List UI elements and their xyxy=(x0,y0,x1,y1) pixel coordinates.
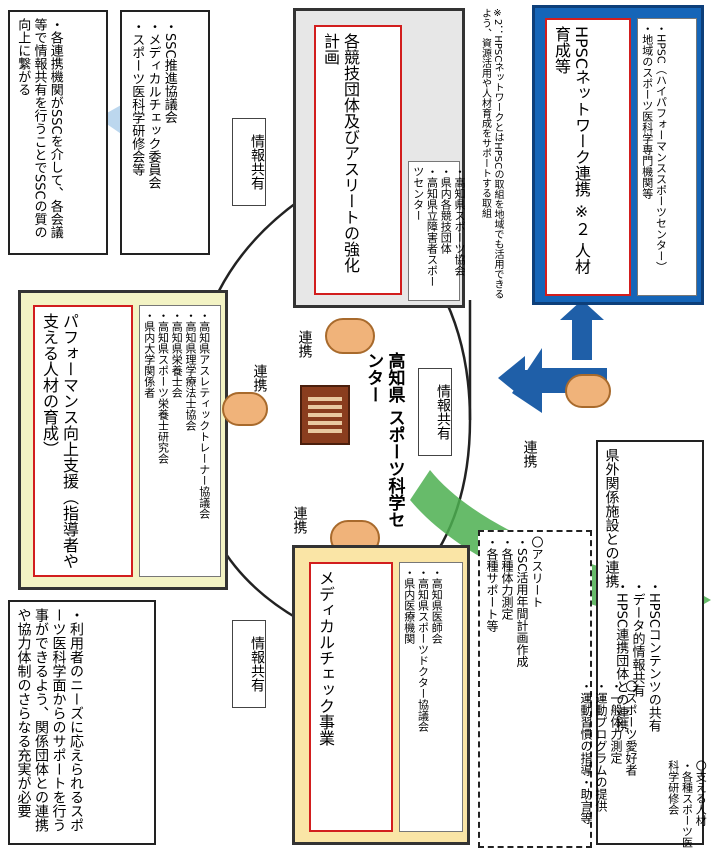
performance-box: パフォーマンス向上支援（指導者や支える人材の育成） ・高知県アスレティックトレー… xyxy=(18,290,228,590)
hpsc-note: ※2：HPSCネットワークとはHPSCの取組を地域でも活用できるよう、資源活用や… xyxy=(478,8,526,308)
info-share-label-center: 情報共有 xyxy=(418,368,452,456)
performance-title-box: パフォーマンス向上支援（指導者や支える人材の育成） xyxy=(33,305,133,577)
member-item: ・県内医療機関 xyxy=(402,567,416,644)
member-item: ・高知県理学療法士協会 xyxy=(184,310,197,431)
facility-item: ・HPSC連携団体との連携 xyxy=(613,580,629,732)
committee-list: ・SSC推進協議会 ・メディカルチェック委員会 ・スポーツ医科学研修会等 xyxy=(128,20,177,250)
facility-item: ・HPSCコンテンツの共有 xyxy=(645,580,661,732)
member-item: ・高知県立障害者スポーツセンター xyxy=(411,166,439,287)
member-item: ・県内各競技団体 xyxy=(439,166,453,254)
services-box: 〇アスリート ・SSC活用年間計画作成 ・各種体力測定 ・各種サポート等 xyxy=(478,530,592,848)
hpsc-note-text: ※2：HPSCネットワークとはHPSCの取組を地域でも活用できるよう、資源活用や… xyxy=(479,8,504,300)
blue-arrow-right xyxy=(560,300,604,360)
medical-title-box: メディカルチェック事業 xyxy=(309,562,393,832)
service-item: ・SSC活用年間計画作成 xyxy=(515,536,529,668)
service-header: 〇支える人材 xyxy=(694,760,708,826)
member-item: ・高知県栄養士会 xyxy=(170,310,184,398)
member-item: ・高知県スポーツドクター協議会 xyxy=(416,567,430,732)
prefecture-facilities-box: 県外関係施設との連携 xyxy=(596,440,704,845)
prefecture-facilities-title: 県外関係施設との連携 xyxy=(603,448,620,588)
renkei-label: 連携 xyxy=(296,330,313,358)
service-header: 〇アスリート xyxy=(530,536,544,608)
athlete-teams-box: 各競技団体及びアスリートの強化計画 ・高知県スポーツ協会 ・県内各競技団体 ・高… xyxy=(293,8,466,308)
supporters-block: 〇支える人材 ・各種スポーツ医科学研修会 xyxy=(666,760,708,848)
medical-title: メディカルチェック事業 xyxy=(316,570,335,746)
member-item: ・HPSC（ハイパフォーマンススポーツセンター） xyxy=(654,23,668,273)
committee-item: ・SSC推進協議会 xyxy=(161,20,177,124)
hpsc-title-box: HPSCネットワーク連携 ※２ 人材育成等 xyxy=(545,18,631,296)
member-item: ・高知県医師会 xyxy=(430,567,444,644)
blue-arrow-down xyxy=(498,356,560,400)
member-item: ・高知県スポーツ栄養士研究会 xyxy=(156,310,170,464)
info-share-label-top: 情報共有 xyxy=(232,118,266,206)
handshake-icon xyxy=(565,374,611,408)
committee-item: ・スポーツ医科学研修会等 xyxy=(129,20,145,176)
medical-members: ・高知県医師会 ・高知県スポーツドクター協議会 ・県内医療機関 xyxy=(399,562,463,832)
member-item: ・地域のスポーツ医科学専門機関等 xyxy=(640,23,654,199)
athlete-teams-title-box: 各競技団体及びアスリートの強化計画 xyxy=(314,25,402,295)
performance-title: パフォーマンス向上支援（指導者や支える人材の育成） xyxy=(40,313,79,569)
sports-lovers-block: 〇スポーツ愛好者 ・一般体力測定 ・運動プログラムの提供 ・運動習慣の指導・助言… xyxy=(578,680,638,845)
renkei-label: 連携 xyxy=(251,364,268,392)
committee-item: ・メディカルチェック委員会 xyxy=(145,20,161,189)
service-item: ・各種サポート等 xyxy=(485,536,499,632)
renkei-label: 連携 xyxy=(291,506,308,534)
info-share-label-bottom: 情報共有 xyxy=(232,620,266,708)
service-header: 〇スポーツ愛好者 xyxy=(624,680,638,776)
top-note-text: ・各連携機関がSSCを介して、各会議等で情報共有を行うことでSSCの質の向上に繋… xyxy=(15,18,63,239)
facility-item: ・データ的情報共有 xyxy=(629,580,645,697)
center-title: 高知県 スポーツ科学センター xyxy=(363,352,405,528)
hpsc-box: HPSCネットワーク連携 ※２ 人材育成等 ・HPSC（ハイパフォーマンススポー… xyxy=(532,5,704,305)
athlete-teams-title: 各競技団体及びアスリートの強化計画 xyxy=(321,33,360,273)
member-item: ・高知県アスレティックトレーナー協議会 xyxy=(197,310,211,519)
handshake-icon xyxy=(325,318,375,354)
needs-note: ・利用者のニーズに応えられるスポーツ医科学面からのサポートを行う事ができるよう、… xyxy=(8,600,156,845)
service-item: ・各種スポーツ医科学研修会 xyxy=(666,760,694,848)
service-item: ・運動プログラムの提供 xyxy=(594,680,608,812)
prefecture-facilities-items: ・HPSCコンテンツの共有 ・データ的情報共有 ・HPSC連携団体との連携 xyxy=(612,580,661,840)
athlete-teams-members: ・高知県スポーツ協会 ・県内各競技団体 ・高知県立障害者スポーツセンター xyxy=(408,161,466,301)
performance-members: ・高知県アスレティックトレーナー協議会 ・高知県理学療法士協会 ・高知県栄養士会… xyxy=(139,305,221,577)
top-note: ・各連携機関がSSCを介して、各会議等で情報共有を行うことでSSCの質の向上に繋… xyxy=(8,10,108,255)
service-item: ・各種体力測定 xyxy=(500,536,514,620)
needs-note-text: ・利用者のニーズに応えられるスポーツ医科学面からのサポートを行う事ができるよう、… xyxy=(15,608,85,832)
hpsc-title: HPSCネットワーク連携 ※２ 人材育成等 xyxy=(552,26,591,275)
committees-box: ・SSC推進協議会 ・メディカルチェック委員会 ・スポーツ医科学研修会等 xyxy=(120,10,210,255)
member-item: ・県内大学関係者 xyxy=(142,310,156,398)
renkei-label: 連携 xyxy=(521,440,538,468)
service-item: ・一般体力測定 xyxy=(609,680,623,764)
hpsc-members: ・HPSC（ハイパフォーマンススポーツセンター） ・地域のスポーツ医科学専門機関… xyxy=(637,18,697,296)
service-item: ・運動習慣の指導・助言等 xyxy=(579,680,593,824)
building-icon xyxy=(300,385,350,445)
medical-check-box: メディカルチェック事業 ・高知県医師会 ・高知県スポーツドクター協議会 ・県内医… xyxy=(292,545,470,845)
member-item: ・高知県スポーツ協会 xyxy=(453,166,466,276)
handshake-icon xyxy=(222,392,268,426)
